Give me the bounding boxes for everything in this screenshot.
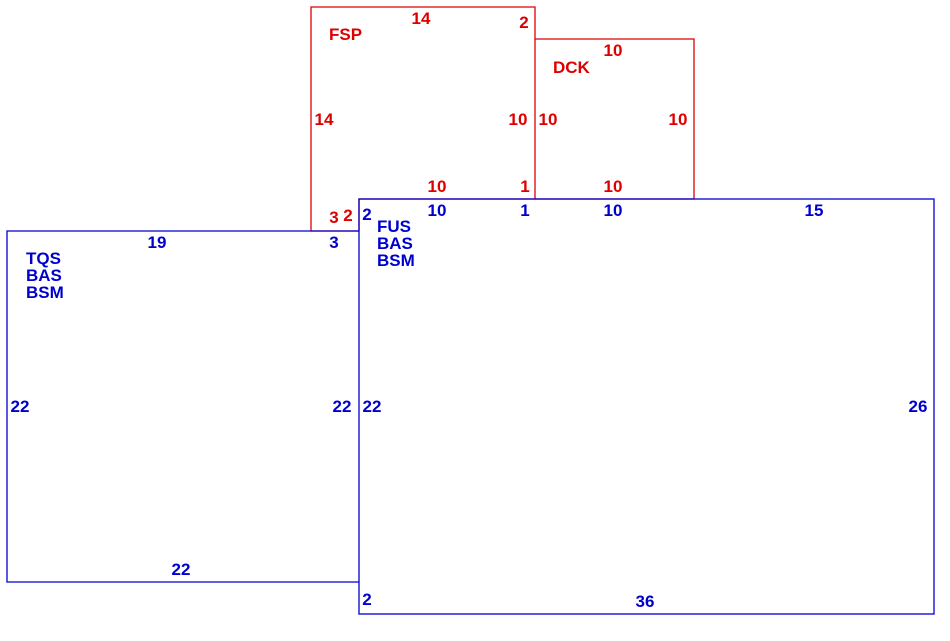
fus-dim-top-left: 2 <box>362 205 371 224</box>
tqs-section: TQS BAS BSM 19 3 22 22 22 <box>6 230 359 583</box>
tqs-code-2: BAS <box>26 266 62 285</box>
fsp-code: FSP <box>329 25 362 44</box>
dck-code: DCK <box>553 58 591 77</box>
fus-dim-top-d: 15 <box>805 201 824 220</box>
fsp-dim-bl-a: 3 <box>329 208 338 227</box>
fus-dim-right: 26 <box>909 397 928 416</box>
dck-section: DCK 10 10 10 10 <box>535 38 695 200</box>
tqs-dim-top: 19 <box>148 233 167 252</box>
fus-code-3: BSM <box>377 251 415 270</box>
tqs-dim-bottom: 22 <box>172 560 191 579</box>
fus-code-2: BAS <box>377 234 413 253</box>
dck-dim-right: 10 <box>669 110 688 129</box>
fus-outline <box>358 198 935 615</box>
dck-dim-bottom: 10 <box>604 177 623 196</box>
fsp-dim-top-b: 2 <box>519 13 528 32</box>
fsp-dim-left: 14 <box>315 110 334 129</box>
fsp-dim-bottom: 10 <box>428 177 447 196</box>
tqs-dim-left: 22 <box>11 397 30 416</box>
tqs-dim-right: 22 <box>333 397 352 416</box>
tqs-code-1: TQS <box>26 249 61 268</box>
dck-dim-top: 10 <box>604 41 623 60</box>
fus-dim-top-a: 10 <box>428 201 447 220</box>
fsp-section: FSP 14 2 14 10 10 1 3 2 <box>310 6 536 232</box>
fus-code-1: FUS <box>377 217 411 236</box>
dck-outline <box>535 38 695 199</box>
tqs-code-3: BSM <box>26 283 64 302</box>
fsp-dim-bottom-right: 1 <box>520 177 529 196</box>
tqs-outline <box>6 230 359 583</box>
fus-dim-bottom-left: 2 <box>362 590 371 609</box>
fsp-dim-bl-b: 2 <box>343 206 352 225</box>
fus-dim-left: 22 <box>363 397 382 416</box>
fus-section: FUS BAS BSM 2 10 1 10 15 22 26 36 2 <box>358 198 935 615</box>
fsp-dim-top-a: 14 <box>412 9 431 28</box>
fus-dim-top-c: 10 <box>604 201 623 220</box>
fsp-dim-right: 10 <box>509 110 528 129</box>
tqs-dim-top-right: 3 <box>329 233 338 252</box>
dck-dim-left: 10 <box>539 110 558 129</box>
fus-dim-top-b: 1 <box>520 201 529 220</box>
fus-dim-bottom: 36 <box>636 592 655 611</box>
